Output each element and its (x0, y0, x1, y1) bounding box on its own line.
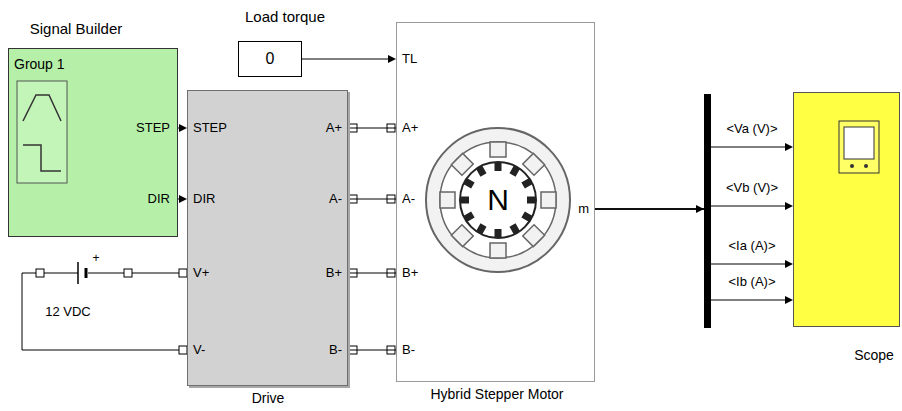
connector-line (348, 128, 396, 129)
block-name: Signal Builder (30, 20, 123, 37)
physical-connection (348, 128, 396, 129)
port-label: B- (402, 343, 415, 358)
port-label: V- (193, 343, 205, 358)
battery-plate (85, 268, 88, 278)
signal-builder-icon (9, 49, 177, 236)
port-label: DIR (193, 192, 215, 207)
signal-arrow (595, 209, 793, 268)
signal-builder-block: Signal BuilderGroup 1STEPDIR (8, 48, 178, 237)
arrow-head (785, 202, 793, 210)
physical-connection (348, 273, 396, 274)
arrow-head (785, 143, 793, 151)
block-name: Scope (854, 347, 894, 363)
arrow-head (179, 195, 187, 203)
rotor-pole-label: N (487, 183, 509, 218)
connector-line (348, 350, 396, 351)
connector-line (595, 209, 786, 300)
connector-line (348, 273, 396, 274)
arrow-head (388, 55, 396, 63)
signal-arrow (302, 55, 396, 63)
port-label: STEP (136, 121, 170, 136)
port-label: V+ (193, 266, 209, 281)
stepper-motor-block: TLA+A-B+B-NmHybrid Stepper Motor (396, 22, 595, 382)
group-name: Group 1 (14, 56, 65, 72)
scope-icon (794, 93, 899, 326)
arrow-head (179, 124, 187, 132)
arrow-head (785, 296, 793, 304)
port-label: DIR (148, 192, 170, 207)
signal-label: <Vb (V)> (724, 181, 780, 196)
port-label: STEP (193, 121, 227, 136)
signal-label: <Ib (A)> (727, 275, 778, 290)
port-label: B- (329, 343, 342, 358)
drive-block: STEPDIRV+V-A+A-B+B-Drive (187, 90, 348, 386)
battery-plate (77, 262, 79, 284)
block-name: Drive (252, 390, 285, 406)
port-label: B+ (402, 266, 418, 281)
port-label: A+ (326, 121, 342, 136)
port-label: m (578, 202, 589, 217)
value-text: 0 (266, 50, 275, 68)
connector-line (348, 199, 396, 200)
block-name: Load torque (245, 8, 325, 25)
connector-line (302, 59, 389, 60)
port-label: A- (329, 192, 342, 207)
connector-line (595, 209, 786, 264)
physical-connection (348, 199, 396, 200)
arrow-head (785, 260, 793, 268)
port-label: B+ (326, 266, 342, 281)
physical-connection (348, 350, 396, 351)
connector-line (595, 147, 786, 209)
signal-arrow (595, 209, 793, 304)
port-label: A+ (402, 121, 418, 136)
port-label: A- (402, 192, 415, 207)
signal-arrow (178, 124, 187, 132)
polarity-mark: + (92, 252, 99, 266)
signal-arrow (595, 143, 793, 209)
scope-block: Scope (793, 92, 900, 327)
constant-block: Load torque0 (238, 41, 302, 77)
signal-arrow (178, 195, 187, 203)
battery-wires (22, 273, 180, 350)
port-label: TL (402, 52, 417, 67)
source-value: 12 VDC (45, 305, 91, 320)
signal-label: <Ia (A)> (727, 239, 778, 254)
block-name: Hybrid Stepper Motor (430, 386, 563, 402)
signal-label: <Va (V)> (724, 122, 779, 137)
